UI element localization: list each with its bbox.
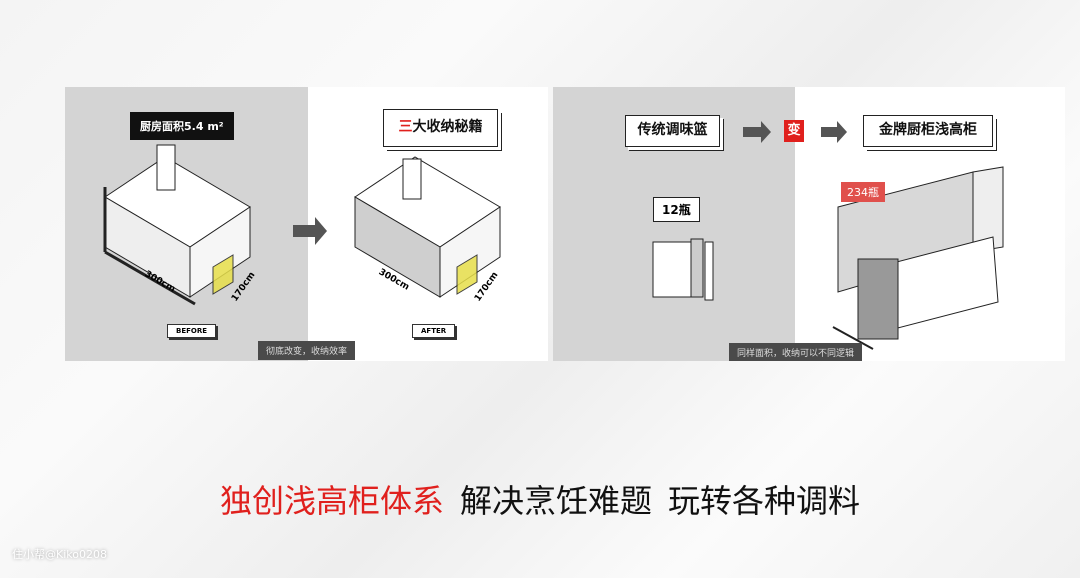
- tagline-part2: 解决烹饪难题: [459, 482, 652, 520]
- tagline-highlight: 独创浅高柜体系: [219, 482, 444, 520]
- comparison-panel: 传统调味篮 变 金牌厨柜浅高柜 12瓶 234瓶 同样面积，收纳可以不同逻辑: [553, 87, 1065, 361]
- right-caption: 同样面积，收纳可以不同逻辑: [729, 343, 863, 361]
- before-label: BEFORE: [167, 324, 217, 338]
- title-frame: 三大收纳秘籍: [383, 109, 498, 147]
- cabinet-illustrations: [652, 121, 1004, 350]
- watermark: 住小帮@Kiko0208: [12, 548, 107, 561]
- kitchen-illustrations: [103, 144, 501, 306]
- arrow-right-icon: [743, 121, 771, 143]
- title-prefix: 三: [398, 119, 413, 135]
- after-label: AFTER: [412, 324, 456, 338]
- tagline: 独创浅高柜体系解决烹饪难题玩转各种调料: [0, 476, 1080, 522]
- before-after-panel: 厨房面积5.4 m² 三大收纳秘籍 300cm 170cm 300cm 170c…: [65, 87, 548, 361]
- left-caption: 彻底改变，收纳效率: [258, 341, 356, 360]
- before-kitchen: [103, 144, 251, 306]
- change-badge: 变: [784, 120, 804, 142]
- new-cabinet-label: 金牌厨柜浅高柜: [863, 115, 993, 147]
- title-text: 大收纳秘籍: [412, 119, 483, 135]
- new-count-badge: 234瓶: [841, 182, 885, 202]
- old-count-bubble: 12瓶: [653, 197, 700, 222]
- after-kitchen: [354, 156, 501, 298]
- area-bubble: 厨房面积5.4 m²: [130, 112, 234, 140]
- traditional-label: 传统调味篮: [625, 115, 720, 147]
- new-kitchen: [832, 166, 1004, 350]
- arrow-right-icon: [821, 121, 847, 143]
- arrow-right-icon: [293, 217, 327, 245]
- spice-basket: [652, 238, 714, 301]
- tagline-part3: 玩转各种调料: [668, 482, 861, 520]
